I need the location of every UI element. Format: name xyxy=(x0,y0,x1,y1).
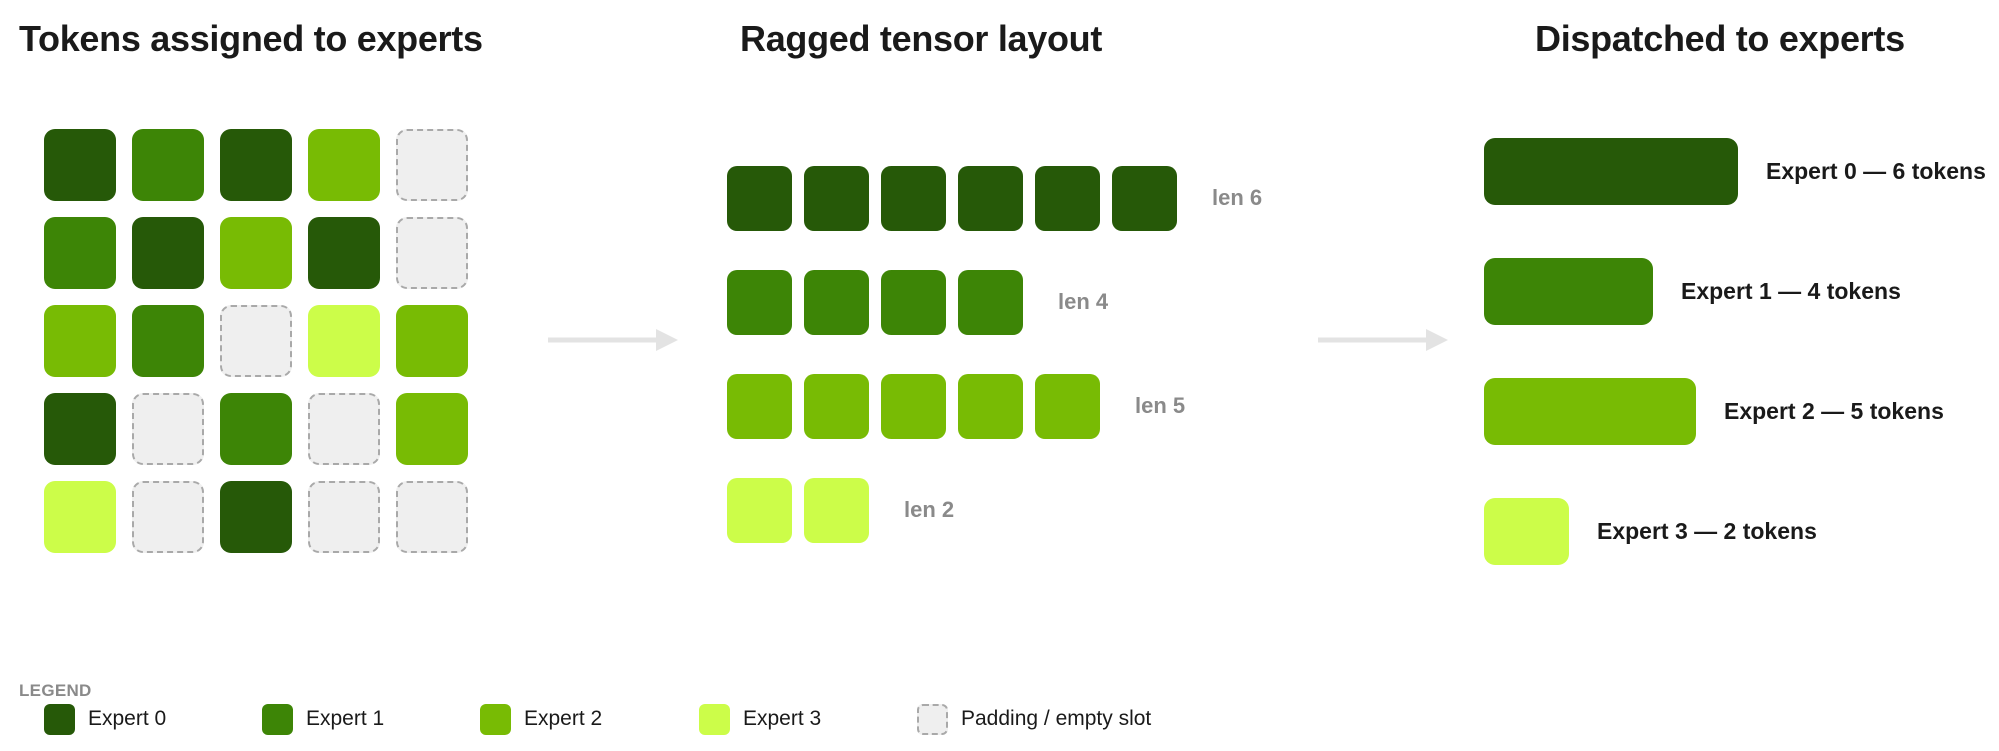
legend-item-expert-1: Expert 1 xyxy=(262,703,384,735)
padding-slot xyxy=(220,305,292,377)
legend-swatch xyxy=(699,703,730,735)
ragged-token-expert-3 xyxy=(804,478,869,543)
right-arrow-icon xyxy=(1318,329,1448,351)
legend-item-expert-3: Expert 3 xyxy=(699,703,821,735)
ragged-token-expert-1 xyxy=(804,270,869,335)
title-dispatched: Dispatched to experts xyxy=(1535,18,1905,59)
ragged-token-expert-2 xyxy=(881,374,946,439)
legend-item-expert-0: Expert 0 xyxy=(44,703,166,735)
token-expert-2 xyxy=(396,393,468,465)
ragged-token-expert-2 xyxy=(958,374,1023,439)
ragged-token-expert-2 xyxy=(1035,374,1100,439)
legend-item-expert-2: Expert 2 xyxy=(480,703,602,735)
legend-title: LEGEND xyxy=(19,681,92,700)
expert-bar-expert-3 xyxy=(1484,498,1569,565)
token-expert-0 xyxy=(132,217,204,289)
legend-swatch xyxy=(44,703,75,735)
row-length-label: len 2 xyxy=(904,497,955,522)
ragged-token-expert-0 xyxy=(1035,166,1100,231)
ragged-token-expert-1 xyxy=(727,270,792,335)
token-expert-2 xyxy=(44,305,116,377)
title-ragged-layout: Ragged tensor layout xyxy=(740,18,1103,59)
row-length-label: len 5 xyxy=(1135,393,1186,418)
padding-slot xyxy=(308,481,380,553)
legend-label: Expert 0 xyxy=(88,707,167,730)
token-expert-0 xyxy=(308,217,380,289)
ragged-token-expert-2 xyxy=(727,374,792,439)
ragged-token-expert-3 xyxy=(727,478,792,543)
title-tokens-assigned: Tokens assigned to experts xyxy=(19,18,483,59)
legend-label: Expert 1 xyxy=(306,707,385,730)
padding-slot xyxy=(396,481,468,553)
ragged-token-expert-0 xyxy=(727,166,792,231)
row-length-label: len 6 xyxy=(1212,185,1263,210)
padding-slot xyxy=(132,393,204,465)
token-expert-1 xyxy=(132,129,204,201)
expert-bar-expert-1 xyxy=(1484,258,1653,325)
right-arrow-icon xyxy=(548,329,678,351)
expert-token-count-label: Expert 2 — 5 tokens xyxy=(1724,398,1944,424)
token-expert-1 xyxy=(132,305,204,377)
legend-item-padding: Padding / empty slot xyxy=(917,703,1151,735)
legend-label: Padding / empty slot xyxy=(961,707,1152,730)
expert-token-count-label: Expert 3 — 2 tokens xyxy=(1597,518,1817,544)
padding-slot xyxy=(396,217,468,289)
token-expert-3 xyxy=(44,481,116,553)
ragged-token-expert-0 xyxy=(958,166,1023,231)
ragged-token-expert-1 xyxy=(958,270,1023,335)
row-length-label: len 4 xyxy=(1058,289,1109,314)
expert-token-count-label: Expert 0 — 6 tokens xyxy=(1766,158,1986,184)
token-expert-0 xyxy=(220,129,292,201)
padding-slot xyxy=(396,129,468,201)
legend-swatch xyxy=(480,703,511,735)
legend-label: Expert 3 xyxy=(743,707,822,730)
expert-bar-expert-0 xyxy=(1484,138,1738,205)
ragged-token-expert-2 xyxy=(804,374,869,439)
token-expert-2 xyxy=(396,305,468,377)
token-expert-1 xyxy=(220,393,292,465)
ragged-token-expert-0 xyxy=(1112,166,1177,231)
token-expert-2 xyxy=(308,129,380,201)
ragged-token-expert-1 xyxy=(881,270,946,335)
token-expert-0 xyxy=(44,393,116,465)
padding-slot xyxy=(132,481,204,553)
token-expert-2 xyxy=(220,217,292,289)
expert-bar-expert-2 xyxy=(1484,378,1696,445)
ragged-token-expert-0 xyxy=(881,166,946,231)
padding-slot xyxy=(308,393,380,465)
token-expert-3 xyxy=(308,305,380,377)
legend-label: Expert 2 xyxy=(524,707,603,730)
token-expert-0 xyxy=(220,481,292,553)
legend-swatch xyxy=(262,703,293,735)
token-expert-0 xyxy=(44,129,116,201)
ragged-token-expert-0 xyxy=(804,166,869,231)
expert-token-count-label: Expert 1 — 4 tokens xyxy=(1681,278,1901,304)
legend-swatch xyxy=(917,703,948,735)
token-expert-1 xyxy=(44,217,116,289)
